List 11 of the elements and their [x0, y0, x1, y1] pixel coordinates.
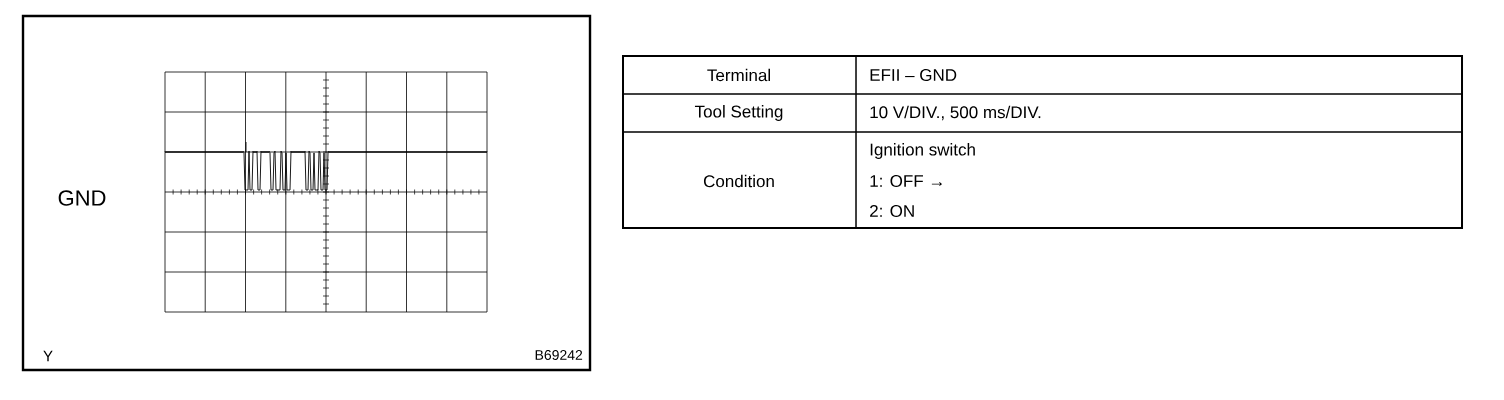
- row-heading: Condition: [703, 174, 774, 188]
- channel-label: GND: [58, 190, 106, 206]
- corner-mark: Y: [43, 350, 53, 362]
- cell-value: 2: ON: [870, 205, 914, 218]
- figure-number: B69242: [535, 350, 583, 360]
- row-heading: Tool Setting: [694, 105, 783, 121]
- cell-value: 1: OFF →: [870, 175, 942, 188]
- cell-value: Ignition switch: [870, 143, 975, 159]
- row-heading: Terminal: [707, 68, 770, 82]
- cell-value: EFII – GND: [870, 69, 957, 82]
- cell-value: 10 V/DIV., 500 ms/DIV.: [870, 105, 1041, 121]
